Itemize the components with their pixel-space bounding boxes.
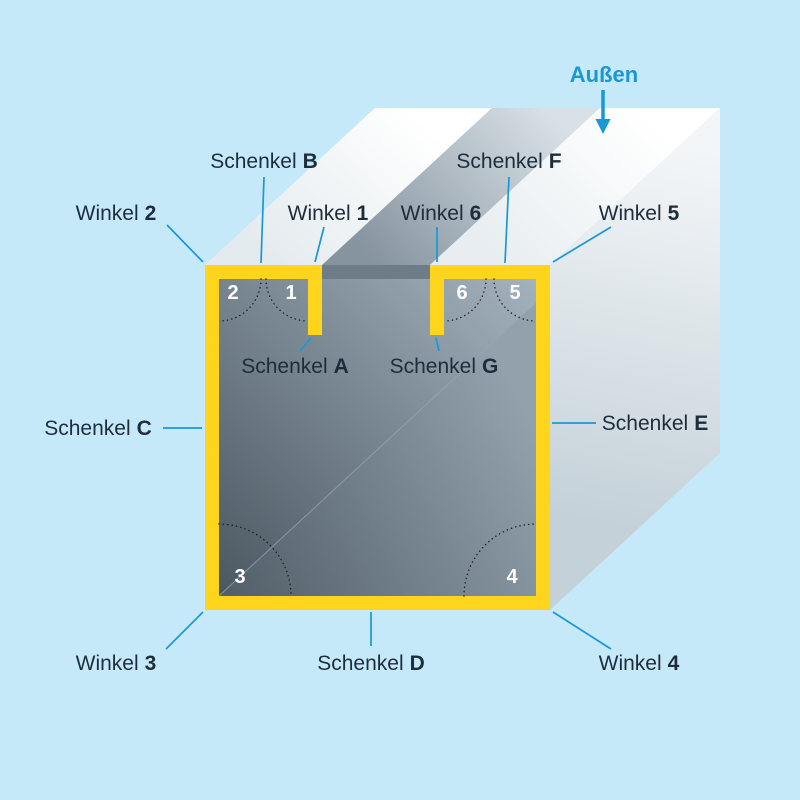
label-prefix: Winkel xyxy=(401,202,464,225)
label-prefix: Schenkel xyxy=(317,652,403,675)
label-schenkel-e: Schenkel E xyxy=(602,412,708,435)
label-schenkel-c: Schenkel C xyxy=(44,417,152,440)
leader-winkel-4 xyxy=(552,611,612,650)
label-key: G xyxy=(482,355,498,378)
label-schenkel-f: Schenkel F xyxy=(456,150,561,173)
corner-number-5: 5 xyxy=(509,282,520,304)
label-prefix: Winkel xyxy=(599,652,662,675)
label-key: 2 xyxy=(145,202,157,225)
label-key: 1 xyxy=(357,202,369,225)
cavity-left-wall xyxy=(219,279,536,596)
label-winkel-3: Winkel 3 xyxy=(76,652,157,675)
label-winkel-6: Winkel 6 xyxy=(401,202,482,225)
label-schenkel-a: Schenkel A xyxy=(241,355,349,378)
profile-top-surface-left xyxy=(205,108,492,265)
leader-winkel-1 xyxy=(314,226,325,263)
corner-number-2: 2 xyxy=(227,282,238,304)
label-schenkel-d: Schenkel D xyxy=(317,652,425,675)
label-winkel-2: Winkel 2 xyxy=(76,202,157,225)
label-prefix: Schenkel xyxy=(602,412,688,435)
corner-number-4: 4 xyxy=(506,566,518,588)
label-key: B xyxy=(303,150,318,173)
label-prefix: Winkel xyxy=(599,202,662,225)
label-prefix: Winkel xyxy=(288,202,351,225)
label-key: E xyxy=(694,412,708,435)
label-prefix: Schenkel xyxy=(210,150,296,173)
leader-schenkel-f xyxy=(504,176,510,264)
corner-number-3: 3 xyxy=(234,566,245,588)
label-key: A xyxy=(334,355,349,378)
leader-schenkel-g xyxy=(435,337,440,352)
label-aussen: Außen xyxy=(570,62,638,87)
slot-opening-surface xyxy=(322,108,600,265)
label-key: 3 xyxy=(145,652,157,675)
leader-winkel-3 xyxy=(165,611,204,650)
label-winkel-5: Winkel 5 xyxy=(599,202,680,225)
label-key: 6 xyxy=(470,202,482,225)
label-prefix: Schenkel xyxy=(390,355,476,378)
profile-top-surface-right xyxy=(430,108,720,265)
label-winkel-4: Winkel 4 xyxy=(599,652,680,675)
label-key: 5 xyxy=(668,202,680,225)
leader-winkel-5 xyxy=(552,226,612,263)
label-key: D xyxy=(410,652,425,675)
label-schenkel-b: Schenkel B xyxy=(210,150,318,173)
aussen-arrow-head xyxy=(595,119,611,134)
leader-lines xyxy=(163,176,612,650)
corner-number-6: 6 xyxy=(456,282,467,304)
label-prefix: Winkel xyxy=(76,202,139,225)
label-schenkel-g: Schenkel G xyxy=(390,355,499,378)
label-prefix: Winkel xyxy=(76,652,139,675)
label-key: 4 xyxy=(668,652,680,675)
label-key: C xyxy=(137,417,152,440)
label-prefix: Schenkel xyxy=(241,355,327,378)
label-key: F xyxy=(549,150,562,173)
leader-schenkel-a xyxy=(299,337,312,352)
label-prefix: Schenkel xyxy=(456,150,542,173)
label-aussen-text: Außen xyxy=(570,62,638,87)
profile-right-face xyxy=(550,108,720,610)
leader-schenkel-b xyxy=(260,176,265,264)
corner-number-1: 1 xyxy=(285,282,296,304)
label-prefix: Schenkel xyxy=(44,417,130,440)
cavity-wall-floor-edge xyxy=(218,302,537,597)
label-winkel-1: Winkel 1 xyxy=(288,202,369,225)
leader-winkel-2 xyxy=(166,224,204,263)
